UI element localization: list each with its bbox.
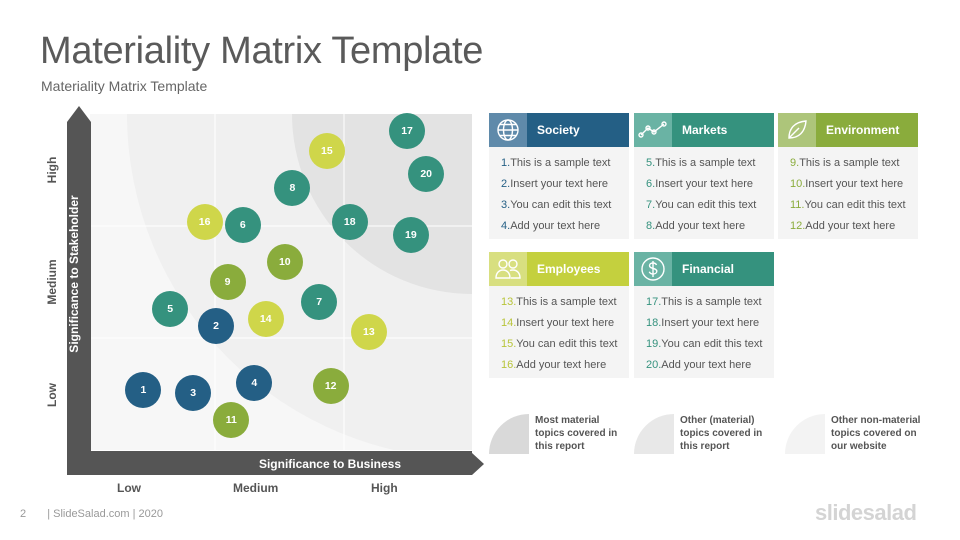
x-axis-title: Significance to Business — [258, 457, 402, 471]
y-axis-title: Significance to Stakeholder — [67, 195, 81, 353]
topic-bubble-19: 19 — [392, 216, 429, 253]
y-tick-low: Low — [45, 383, 59, 407]
legend-label: Other (material) topics covered in this … — [680, 415, 763, 452]
topic-bubble-6: 6 — [224, 206, 261, 243]
card-employees-header: Employees — [489, 252, 629, 286]
list-item: 7.You can edit this text — [646, 199, 757, 211]
topic-bubble-3: 3 — [175, 374, 212, 411]
dollar-icon — [634, 252, 672, 286]
card-society-title: Society — [527, 113, 629, 147]
topic-bubble-9: 9 — [209, 264, 246, 300]
legend-swatch — [634, 414, 674, 454]
card-markets-header: Markets — [634, 113, 774, 147]
topic-bubble-12: 12 — [312, 368, 349, 405]
card-financial-title: Financial — [672, 252, 774, 286]
list-item: 20.Add your text here — [646, 359, 752, 371]
card-environment: Environment 9.This is a sample text 10.I… — [778, 113, 918, 239]
x-tick-low: Low — [117, 481, 141, 495]
list-item: 18.Insert your text here — [646, 317, 760, 329]
people-icon — [489, 252, 527, 286]
card-society-header: Society — [489, 113, 629, 147]
topic-bubble-15: 15 — [308, 132, 345, 169]
list-item: 5.This is a sample text — [646, 157, 756, 169]
card-environment-title: Environment — [816, 113, 918, 147]
list-item: 10.Insert your text here — [790, 178, 904, 190]
legend-non-material: Other non-material topics covered on our… — [785, 414, 925, 456]
list-item: 15.You can edit this text — [501, 338, 618, 350]
card-markets: Markets 5.This is a sample text 6.Insert… — [634, 113, 774, 239]
list-item: 12.Add your text here — [790, 220, 896, 232]
topic-bubble-2: 2 — [198, 307, 235, 344]
card-markets-list: 5.This is a sample text 6.Insert your te… — [634, 147, 774, 239]
list-item: 17.This is a sample text — [646, 296, 762, 308]
y-axis-arrow — [67, 106, 91, 451]
list-item: 13.This is a sample text — [501, 296, 617, 308]
legend-label: Most material topics covered in this rep… — [535, 415, 618, 452]
x-tick-high: High — [371, 481, 398, 495]
legend-swatch — [785, 414, 825, 454]
card-markets-title: Markets — [672, 113, 774, 147]
card-financial-header: Financial — [634, 252, 774, 286]
list-item: 16.Add your text here — [501, 359, 607, 371]
topic-bubble-17: 17 — [389, 112, 426, 149]
card-society-list: 1.This is a sample text 2.Insert your te… — [489, 147, 629, 239]
list-item: 3.You can edit this text — [501, 199, 612, 211]
x-tick-medium: Medium — [233, 481, 279, 495]
list-item: 8.Add your text here — [646, 220, 746, 232]
topic-bubble-8: 8 — [274, 169, 311, 206]
legend-most-material: Most material topics covered in this rep… — [489, 414, 629, 456]
topic-bubble-4: 4 — [236, 364, 273, 401]
x-axis-arrow — [67, 451, 484, 475]
leaf-icon — [778, 113, 816, 147]
page-title: Materiality Matrix Template — [40, 30, 484, 72]
footer-source: | SlideSalad.com | 2020 — [47, 508, 163, 520]
list-item: 1.This is a sample text — [501, 157, 611, 169]
globe-icon — [489, 113, 527, 147]
topic-bubble-11: 11 — [213, 401, 250, 438]
list-item: 6.Insert your text here — [646, 178, 754, 190]
list-item: 9.This is a sample text — [790, 157, 900, 169]
list-item: 14.Insert your text here — [501, 317, 615, 329]
page-number: 2 — [20, 508, 27, 520]
list-item: 19.You can edit this text — [646, 338, 763, 350]
card-financial: Financial 17.This is a sample text 18.In… — [634, 252, 774, 378]
line-chart-icon — [634, 113, 672, 147]
list-item: 11.You can edit this text — [790, 199, 906, 211]
card-employees-title: Employees — [527, 252, 629, 286]
list-item: 2.Insert your text here — [501, 178, 609, 190]
topic-bubble-7: 7 — [301, 284, 338, 321]
list-item: 4.Add your text here — [501, 220, 601, 232]
y-tick-medium: Medium — [45, 259, 59, 305]
y-tick-high: High — [45, 156, 59, 184]
legend-other-material: Other (material) topics covered in this … — [634, 414, 774, 456]
topic-bubble-16: 16 — [186, 203, 223, 240]
card-financial-list: 17.This is a sample text 18.Insert your … — [634, 286, 774, 378]
card-environment-header: Environment — [778, 113, 918, 147]
card-society: Society 1.This is a sample text 2.Insert… — [489, 113, 629, 239]
topic-bubble-14: 14 — [247, 300, 284, 337]
footer: 2 | SlideSalad.com | 2020 — [20, 508, 163, 520]
card-employees: Employees 13.This is a sample text 14.In… — [489, 252, 629, 378]
topic-bubble-18: 18 — [331, 203, 368, 240]
card-employees-list: 13.This is a sample text 14.Insert your … — [489, 286, 629, 378]
legend-label: Other non-material topics covered on our… — [831, 415, 921, 452]
topic-bubble-1: 1 — [125, 371, 162, 408]
legend-swatch — [489, 414, 529, 454]
brand-logo: slidesalad — [815, 500, 917, 525]
page-subtitle: Materiality Matrix Template — [41, 78, 208, 94]
topic-bubble-10: 10 — [266, 243, 303, 280]
topic-bubble-20: 20 — [408, 156, 445, 193]
topic-bubble-5: 5 — [152, 290, 189, 327]
topic-bubble-13: 13 — [350, 314, 387, 351]
card-environment-list: 9.This is a sample text 10.Insert your t… — [778, 147, 918, 239]
